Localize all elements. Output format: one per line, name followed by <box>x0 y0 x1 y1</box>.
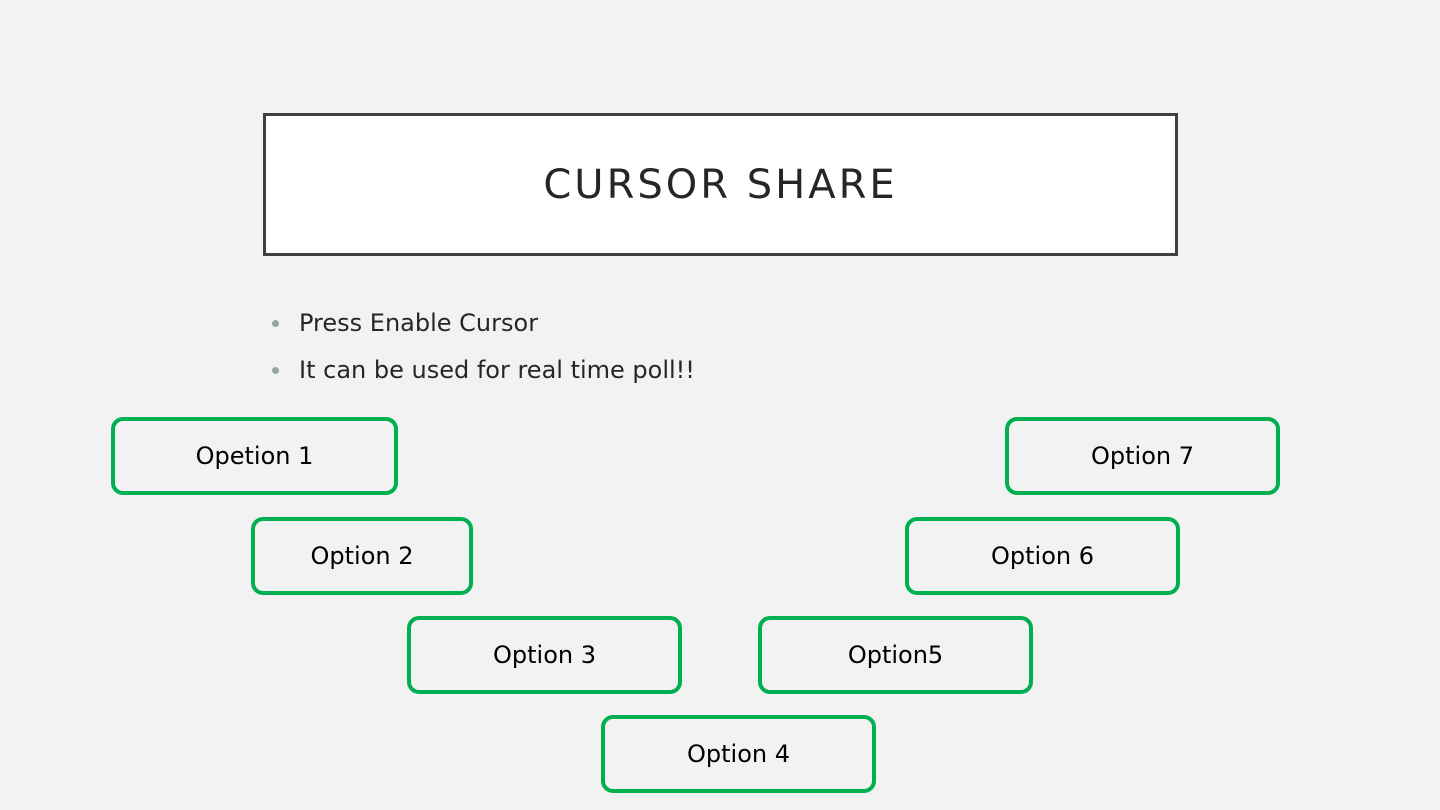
option-6-button[interactable]: Option 6 <box>905 517 1180 595</box>
option-label: Option5 <box>847 641 944 669</box>
bullet-text: Press Enable Cursor <box>299 309 539 337</box>
option-3-button[interactable]: Option 3 <box>407 616 682 694</box>
slide-title: CURSOR SHARE <box>543 161 898 208</box>
option-1-button[interactable]: Opetion 1 <box>111 417 398 495</box>
option-label: Option 4 <box>687 740 790 768</box>
option-label: Option 2 <box>310 542 414 570</box>
option-label: Option 7 <box>1091 442 1194 470</box>
title-box: CURSOR SHARE <box>263 113 1178 256</box>
bullet-text: It can be used for real time poll!! <box>299 356 695 384</box>
bullet-item: Press Enable Cursor <box>270 304 695 351</box>
option-7-button[interactable]: Option 7 <box>1005 417 1280 495</box>
bullet-list: Press Enable Cursor It can be used for r… <box>270 304 695 398</box>
option-5-button[interactable]: Option5 <box>758 616 1033 694</box>
option-label: Option 3 <box>493 641 596 669</box>
option-2-button[interactable]: Option 2 <box>251 517 473 595</box>
bullet-dot-icon <box>272 367 279 374</box>
bullet-item: It can be used for real time poll!! <box>270 351 695 398</box>
option-label: Opetion 1 <box>195 442 314 470</box>
option-label: Option 6 <box>991 542 1094 570</box>
option-4-button[interactable]: Option 4 <box>601 715 876 793</box>
bullet-dot-icon <box>272 320 279 327</box>
